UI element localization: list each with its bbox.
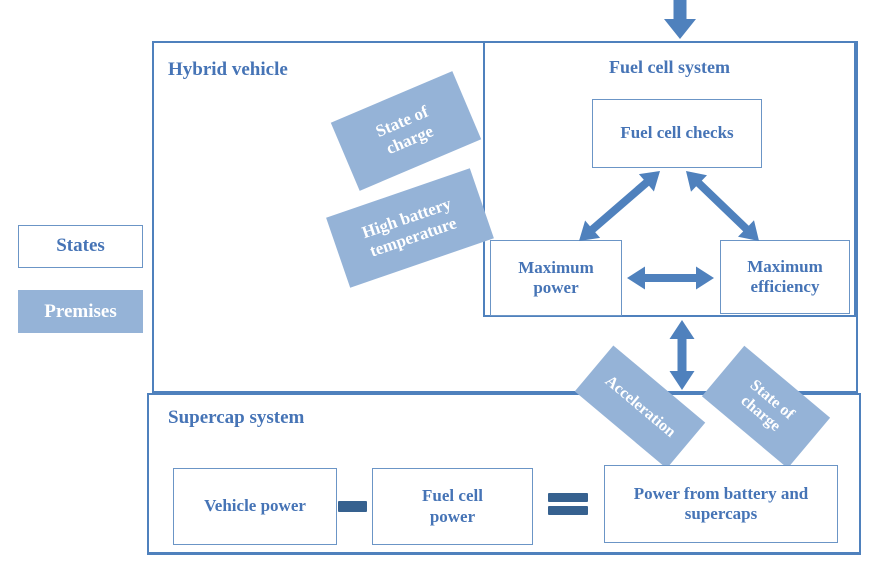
state-fuel-cell-power-label: Fuel cell power bbox=[422, 486, 483, 526]
minus-operator bbox=[338, 495, 367, 517]
state-maximum-power: Maximum power bbox=[490, 240, 622, 316]
state-maximum-power-label: Maximum power bbox=[518, 257, 594, 297]
legend-states-box: States bbox=[18, 225, 143, 268]
state-fuel-cell-checks-label: Fuel cell checks bbox=[620, 123, 734, 143]
supercap-system-container bbox=[147, 393, 861, 555]
fuel-cell-system-container bbox=[483, 41, 856, 317]
legend-premises-label: Premises bbox=[44, 300, 117, 322]
state-vehicle-power-label: Vehicle power bbox=[204, 496, 306, 516]
state-fuel-cell-checks: Fuel cell checks bbox=[592, 99, 762, 168]
state-power-from-battery-and-supercaps: Power from battery and supercaps bbox=[604, 465, 838, 543]
hybrid-vehicle-label: Hybrid vehicle bbox=[168, 59, 288, 80]
equals-operator bbox=[548, 493, 588, 517]
legend-states-label: States bbox=[56, 235, 105, 257]
fuel-cell-system-label: Fuel cell system bbox=[609, 57, 730, 77]
supercap-system-label: Supercap system bbox=[168, 407, 305, 428]
state-fuel-cell-power: Fuel cell power bbox=[372, 468, 533, 545]
state-maximum-efficiency-label: Maximum efficiency bbox=[747, 256, 823, 296]
arrow-input-top bbox=[664, 0, 696, 39]
state-power-from-battery-label: Power from battery and supercaps bbox=[633, 483, 809, 523]
state-vehicle-power: Vehicle power bbox=[173, 468, 337, 545]
state-maximum-efficiency: Maximum efficiency bbox=[720, 240, 850, 314]
legend-premises-box: Premises bbox=[18, 290, 143, 333]
